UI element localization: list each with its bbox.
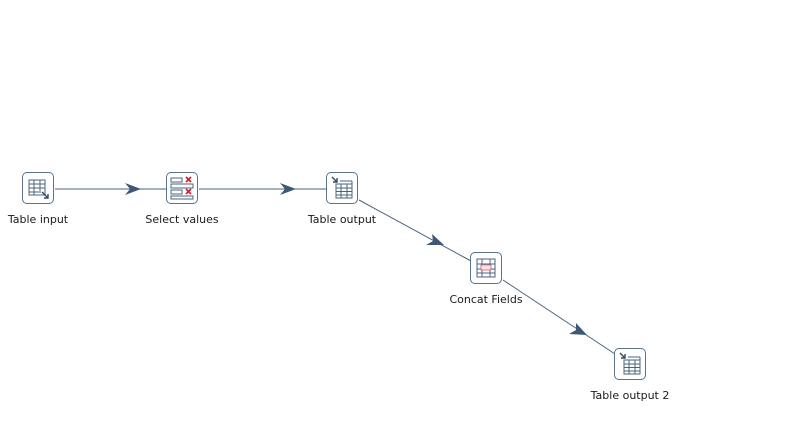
step-label-table-input: Table input [7,213,69,226]
hop-concat-fields-to-table-output-2[interactable] [502,279,616,355]
step-label-table-output-2: Table output 2 [590,389,670,402]
hop-arrow-icon [569,323,587,335]
hop-arrow-icon [426,234,444,245]
table-input-icon [28,179,49,199]
step-select-values[interactable] [166,172,198,204]
step-table-output-2[interactable] [614,348,646,380]
hop-select-values-to-table-output[interactable] [199,183,326,195]
select-values-icon [170,176,194,200]
step-label-select-values: Select values [145,213,219,226]
table-output-icon [331,176,353,199]
hop-table-output-to-concat-fields[interactable] [358,199,472,262]
step-label-concat-fields: Concat Fields [449,293,523,306]
hop-arrow-icon [125,183,141,195]
hop-arrow-icon [280,183,296,195]
concat-fields-icon [476,258,496,278]
hop-table-input-to-select-values[interactable] [55,183,166,195]
step-table-output[interactable] [326,172,358,204]
step-concat-fields[interactable] [470,252,502,284]
step-label-table-output: Table output [307,213,377,226]
table-output-icon [619,352,641,375]
step-table-input[interactable] [22,172,54,204]
